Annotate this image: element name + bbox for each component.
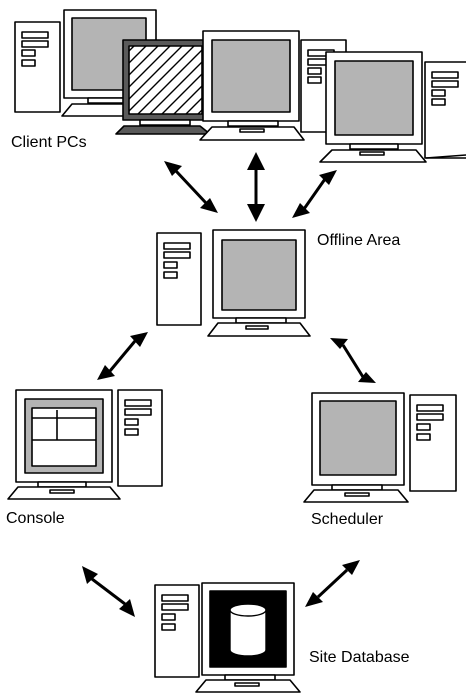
double-arrow-icon [82, 566, 135, 617]
connection-arrows [82, 152, 376, 617]
scheduler-computer [303, 392, 457, 503]
database-icon [229, 603, 267, 657]
double-arrow-icon [305, 560, 360, 607]
offline-area-label: Offline Area [317, 232, 401, 249]
client-monitor-4 [319, 51, 466, 163]
double-arrow-icon [97, 332, 148, 380]
site-database-label: Site Database [309, 649, 410, 666]
client-pcs-label: Client PCs [11, 134, 87, 151]
double-arrow-icon [330, 338, 376, 383]
scheduler-label: Scheduler [311, 511, 384, 528]
console-label: Console [6, 510, 65, 527]
offline-area-computer [156, 229, 311, 337]
tower-unit [14, 21, 61, 113]
double-arrow-icon [164, 161, 218, 213]
double-arrow-icon [292, 170, 337, 218]
tower-unit [424, 61, 466, 159]
site-database-computer [154, 582, 301, 693]
client-monitor-3 [199, 30, 305, 141]
double-arrow-icon [247, 152, 265, 222]
client-pc-group [14, 9, 466, 163]
console-computer [7, 389, 163, 500]
client-monitor-2 [115, 39, 211, 135]
